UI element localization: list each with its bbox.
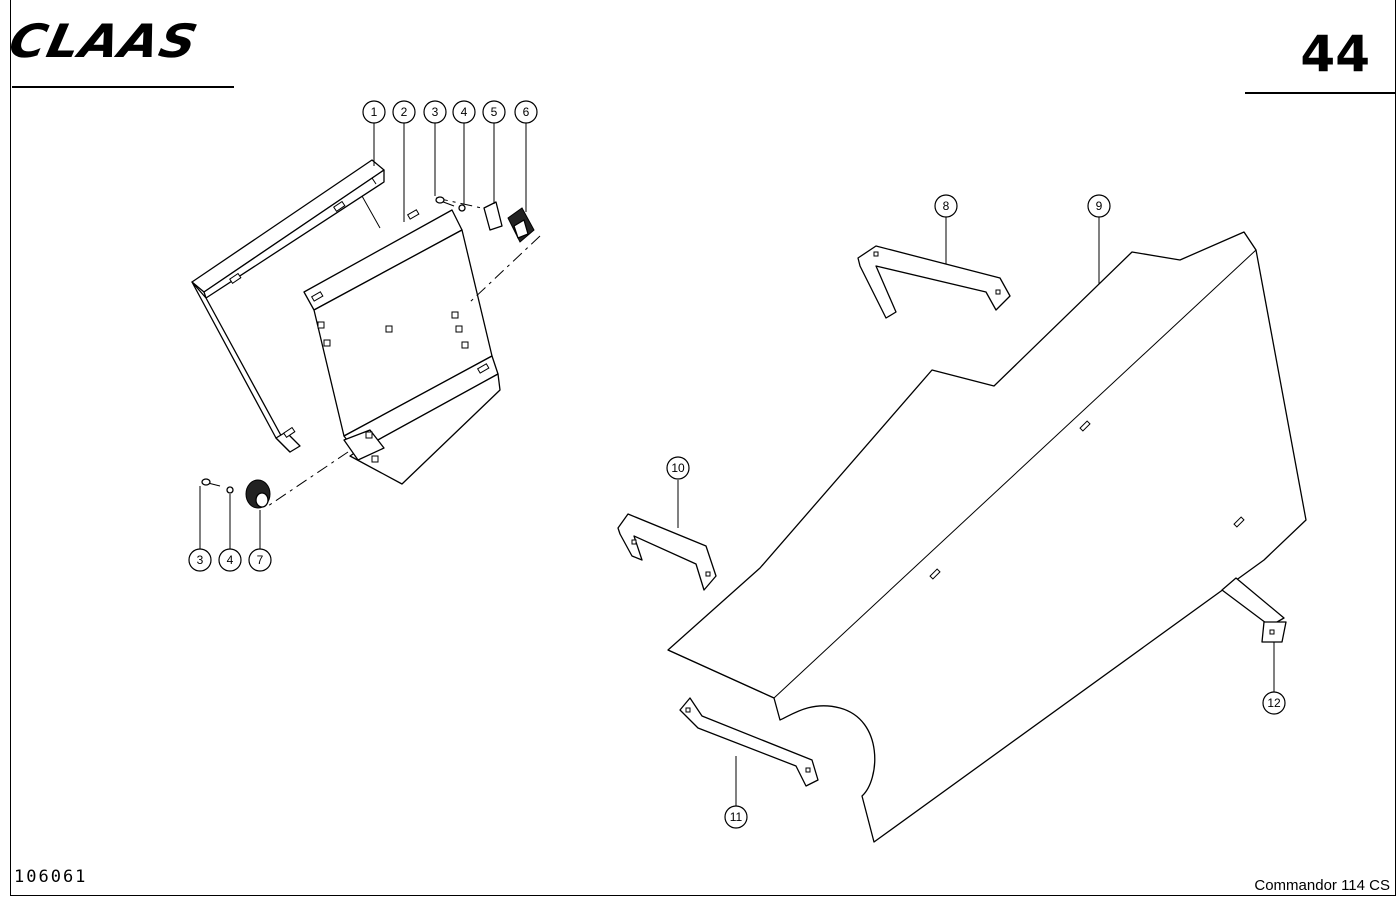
page-number: 44 xyxy=(1300,25,1370,83)
part-5-clip xyxy=(483,201,503,231)
part-3-bolt-upper xyxy=(435,196,455,207)
callout-label: 3 xyxy=(197,553,204,567)
assembly-line-lower xyxy=(267,451,349,507)
callout-4: 4 xyxy=(218,548,242,572)
part-2-plate xyxy=(303,209,501,485)
callout-label: 4 xyxy=(461,105,468,119)
callout-10: 10 xyxy=(666,456,690,480)
callout-label: 10 xyxy=(671,461,685,475)
callout-7: 7 xyxy=(248,548,272,572)
callout-label: 9 xyxy=(1096,199,1103,213)
drawing-frame xyxy=(10,0,1396,896)
callout-8: 8 xyxy=(934,194,958,218)
callout-label: 8 xyxy=(943,199,950,213)
callout-4: 4 xyxy=(452,100,476,124)
callout-leaders xyxy=(199,123,1275,806)
part-1-bracket xyxy=(191,159,385,453)
callout-3: 3 xyxy=(188,548,212,572)
part-11-strap xyxy=(679,697,819,787)
part-12-stay xyxy=(1221,577,1287,643)
callout-12: 12 xyxy=(1262,691,1286,715)
part-8-strap xyxy=(857,245,1011,319)
callout-label: 12 xyxy=(1267,696,1281,710)
callout-6: 6 xyxy=(514,100,538,124)
part-4-washer-lower xyxy=(226,486,234,494)
callout-1: 1 xyxy=(362,100,386,124)
assembly-line-upper xyxy=(469,235,541,303)
callout-label: 2 xyxy=(401,105,408,119)
callout-3: 3 xyxy=(423,100,447,124)
page-number-underline xyxy=(1245,92,1395,94)
callout-11: 11 xyxy=(724,805,748,829)
document-number: 106061 xyxy=(14,867,88,887)
part-4-washer-upper xyxy=(458,204,466,212)
callout-label: 6 xyxy=(523,105,530,119)
callout-label: 3 xyxy=(432,105,439,119)
part-6-rubber-block xyxy=(507,207,535,243)
callout-label: 5 xyxy=(491,105,498,119)
callout-2: 2 xyxy=(392,100,416,124)
callout-label: 1 xyxy=(371,105,378,119)
part-7-clamp xyxy=(245,479,271,509)
callout-9: 9 xyxy=(1087,194,1111,218)
logo-underline xyxy=(12,86,234,88)
callout-label: 4 xyxy=(227,553,234,567)
part-9-cover xyxy=(667,231,1307,843)
part-3-bolt-lower xyxy=(201,478,221,487)
part-10-strap xyxy=(617,513,717,591)
model-name: Commandor 114 CS xyxy=(1254,877,1390,894)
callout-5: 5 xyxy=(482,100,506,124)
callout-label: 11 xyxy=(730,810,743,824)
callout-label: 7 xyxy=(257,553,264,567)
